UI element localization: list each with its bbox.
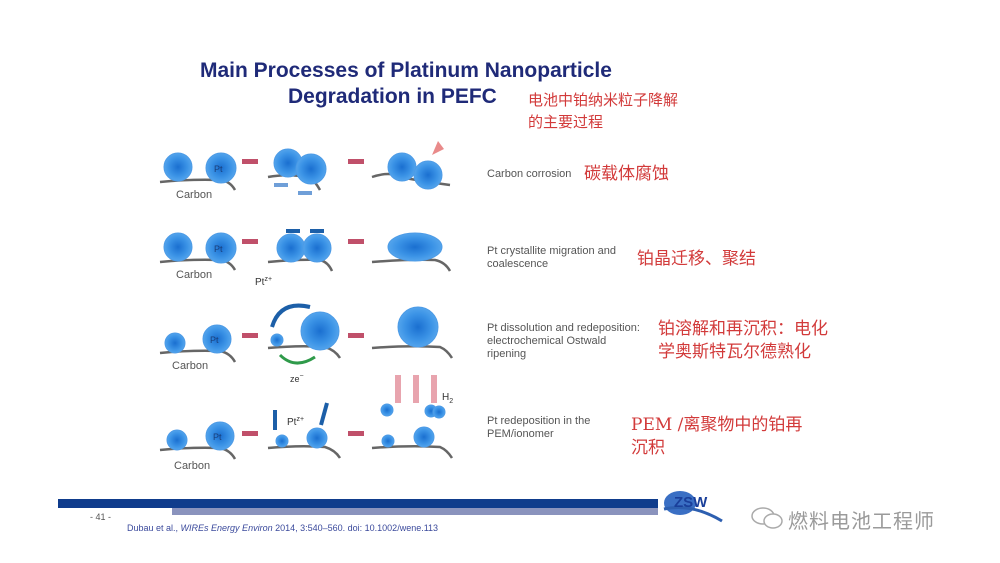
pt-particle [413,160,443,190]
pt-particle [202,324,232,354]
pt-particle [270,333,284,347]
pt-particle [387,152,417,182]
wechat-icon [750,505,784,536]
migration-arrow-icon [310,229,324,233]
migration-arrow-icon [274,183,288,187]
pt-particle [432,405,446,419]
h2-arrow-icon [431,375,437,403]
process-desc-ostwald: Pt dissolution and redeposition: electro… [487,322,640,360]
process-zh-pem-line2: 沉积 [631,438,665,458]
pt-particle [397,306,439,348]
carbon-label: Carbon [174,460,210,472]
footer-bar-dark [58,499,658,508]
pt-particle [276,233,306,263]
pt-particle [295,153,327,185]
page-number: - 41 - [90,512,112,522]
step-arrow [348,239,364,244]
step-arrow [242,431,258,436]
coalesced-pt-particle [387,232,443,262]
pt-particle [381,434,395,448]
pt-particle [306,427,328,449]
pt-particle [413,426,435,448]
migration-arrow-icon [286,229,300,233]
step-arrow [242,333,258,338]
carbon-support-line [267,444,342,459]
title-line1: Main Processes of Platinum Nanoparticle [200,59,612,82]
pt-particle [302,233,332,263]
footer-bar-light [172,508,658,515]
carbon-support-line [371,258,452,272]
process-zh-pem-line1: PEM /离聚物中的铂再 [631,415,803,435]
pt-particle [205,152,237,184]
row-pem-redeposition: H2 Pt Carbon Ptz+ [159,375,454,472]
title-zh-line1: 电池中铂纳米粒子降解 [528,91,679,109]
pt-particle [166,429,188,451]
pt-ion-label: Ptz+ [255,276,272,288]
citation: Dubau et al., WIREs Energy Environ 2014,… [127,523,439,533]
electron-label: ze− [290,373,304,384]
h2-label: H2 [442,392,453,405]
h2-arrow-icon [395,375,401,403]
carbon-support-line [371,444,454,459]
pt-particle [163,232,193,262]
process-zh-ostwald-line1: 铂溶解和再沉积：电化 [658,319,828,339]
zsw-logo: ZSW [662,485,732,525]
step-arrow [348,333,364,338]
pt-particle [205,421,235,451]
electron-transfer-arrow-icon [278,353,316,365]
carbon-support-line [371,344,454,359]
carbon-label: Carbon [176,269,212,281]
pt-particle [163,152,193,182]
migration-arrow-icon [298,191,312,195]
dissolution-arrow-icon [270,303,311,328]
process-zh-migration: 铂晶迁移、聚结 [637,249,756,269]
pt-particle [300,311,340,351]
h2-arrow-icon [413,375,419,403]
row-carbon-corrosion: Pt Carbon [159,141,451,201]
process-desc-carbon-corrosion: Carbon corrosion [487,168,572,180]
pt-label: Pt [210,335,219,345]
co2-release-arrow-icon [432,141,444,155]
pt-particle [205,232,237,264]
step-arrow [242,239,258,244]
pt-particle [380,403,394,417]
carbon-label: Carbon [176,189,212,201]
title-line2: Degradation in PEFC [288,85,497,108]
watermark-text: 燃料电池工程师 [788,509,935,533]
pt-particle [275,434,289,448]
pt-label: Pt [213,432,222,442]
zsw-logo-icon: ZSW [663,491,723,523]
row-migration-coalescence: Pt Carbon [159,229,452,281]
step-arrow [242,159,258,164]
process-zh-ostwald-line2: 学奥斯特瓦尔德熟化 [658,342,811,362]
pt-particle [164,332,186,354]
process-desc-migration: Pt crystallite migration and coalescence [487,245,616,270]
ion-escape-arrow-icon [319,402,329,426]
process-zh-carbon-corrosion: 碳载体腐蚀 [584,164,669,184]
step-arrow [348,431,364,436]
step-arrow [348,159,364,164]
title-zh-line2: 的主要过程 [528,113,604,131]
svg-text:ZSW: ZSW [674,494,708,511]
pt-ion-label: Ptz+ [287,416,304,428]
process-desc-pem: Pt redeposition in the PEM/ionomer [487,415,591,440]
row-ostwald-ripening: Ptz+ Pt Carbon ze− [159,276,454,384]
pt-label: Pt [214,244,223,254]
degradation-diagram: Pt Carbon Pt Carbon Ptz+ Pt [159,141,454,472]
pt-label: Pt [214,164,223,174]
carbon-label: Carbon [172,360,208,372]
